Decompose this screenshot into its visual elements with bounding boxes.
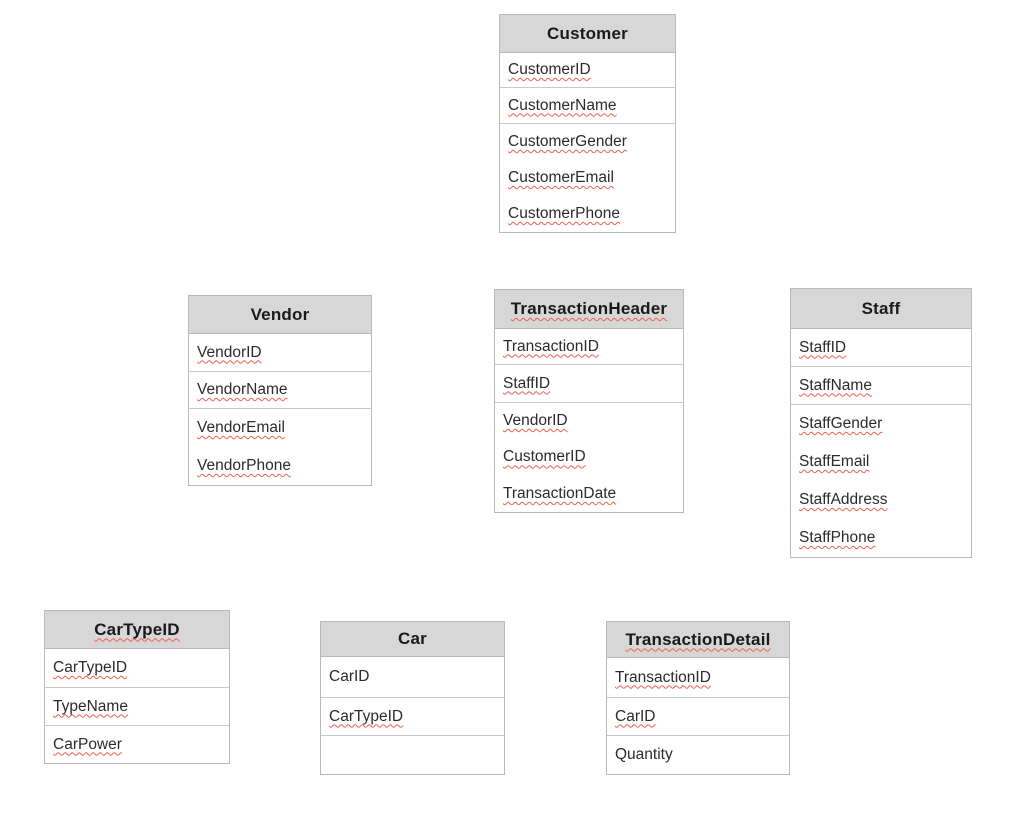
field-row-transactiondate: TransactionDate bbox=[495, 476, 683, 512]
field-label-staffphone: StaffPhone bbox=[799, 529, 876, 546]
entity-table-car-type-cell-0: CarTypeID bbox=[45, 649, 229, 688]
field-row-vendorname: VendorName bbox=[189, 372, 371, 408]
field-label-transactiondate: TransactionDate bbox=[503, 484, 617, 502]
field-row-customername: CustomerName bbox=[500, 88, 675, 123]
entity-table-vendor-cell-0: VendorID bbox=[189, 334, 371, 372]
field-label-customerid: CustomerID bbox=[508, 61, 591, 78]
field-row-staffaddress: StaffAddress bbox=[791, 481, 971, 519]
field-row-staffid: StaffID bbox=[791, 329, 971, 366]
entity-table-staff-cell-1: StaffName bbox=[791, 367, 971, 405]
entity-table-car-title: Car bbox=[321, 622, 504, 657]
field-label-customername: CustomerName bbox=[508, 96, 617, 114]
field-row-transactionid: TransactionID bbox=[495, 329, 683, 364]
field-row-vendorid: VendorID bbox=[189, 334, 371, 371]
entity-table-staff-title: Staff bbox=[791, 289, 971, 329]
entity-table-car-type-title: CarTypeID bbox=[45, 611, 229, 649]
field-row-customerid: CustomerID bbox=[495, 439, 683, 475]
entity-table-transaction-detail-title: TransactionDetail bbox=[607, 622, 789, 658]
field-row-staffemail: StaffEmail bbox=[791, 443, 971, 481]
field-label-staffid: StaffID bbox=[503, 374, 551, 392]
field-row-cartypeid: CarTypeID bbox=[321, 698, 504, 735]
field-label-carid: CarID bbox=[329, 668, 370, 685]
field-row-quantity: Quantity bbox=[607, 736, 789, 774]
field-label-cartypeid: CarTypeID bbox=[53, 659, 128, 676]
field-label-customeremail: CustomerEmail bbox=[508, 169, 614, 186]
field-label-carid: CarID bbox=[615, 707, 656, 725]
field-row-staffphone: StaffPhone bbox=[791, 519, 971, 557]
field-row-carid: CarID bbox=[607, 698, 789, 735]
field-row-transactionid: TransactionID bbox=[607, 658, 789, 697]
field-row-typename: TypeName bbox=[45, 688, 229, 725]
entity-table-transaction-detail-cell-1: CarID bbox=[607, 698, 789, 736]
field-row-vendoremail: VendorEmail bbox=[189, 409, 371, 447]
entity-table-car-type-cell-2: CarPower bbox=[45, 726, 229, 763]
field-label-customerid: CustomerID bbox=[503, 448, 586, 466]
entity-table-staff-cell-0: StaffID bbox=[791, 329, 971, 367]
entity-table-car-type-cell-1: TypeName bbox=[45, 688, 229, 726]
entity-table-customer-title: Customer bbox=[500, 15, 675, 53]
field-label-vendorphone: VendorPhone bbox=[197, 457, 291, 474]
field-label-typename: TypeName bbox=[53, 697, 128, 715]
entity-table-transaction-detail-cell-0: TransactionID bbox=[607, 658, 789, 698]
field-row-vendorphone: VendorPhone bbox=[189, 447, 371, 485]
field-label-customerphone: CustomerPhone bbox=[508, 205, 621, 222]
field-row-empty bbox=[321, 736, 504, 774]
entity-table-transaction-detail-cell-2: Quantity bbox=[607, 736, 789, 774]
entity-table-car-cell-1: CarTypeID bbox=[321, 698, 504, 736]
entity-table-car-cell-0: CarID bbox=[321, 657, 504, 698]
field-row-carpower: CarPower bbox=[45, 726, 229, 763]
field-row-cartypeid: CarTypeID bbox=[45, 649, 229, 687]
field-label-transactionid: TransactionID bbox=[615, 668, 711, 686]
field-label-vendoremail: VendorEmail bbox=[197, 419, 285, 436]
field-label-carpower: CarPower bbox=[53, 735, 122, 753]
entity-table-transaction-header-cell-2: VendorID CustomerID TransactionDate bbox=[495, 403, 683, 512]
field-row-customergender: CustomerGender bbox=[500, 124, 675, 160]
field-label-vendorid: VendorID bbox=[197, 343, 262, 361]
entity-table-transaction-header-title: TransactionHeader bbox=[495, 290, 683, 329]
field-label-transactionid: TransactionID bbox=[503, 337, 599, 355]
field-label-vendorname: VendorName bbox=[197, 381, 288, 398]
field-row-staffid: StaffID bbox=[495, 365, 683, 402]
field-label-staffid: StaffID bbox=[799, 338, 847, 356]
entity-table-transaction-header-cell-0: TransactionID bbox=[495, 329, 683, 365]
field-row-vendorid: VendorID bbox=[495, 403, 683, 439]
field-label-staffgender: StaffGender bbox=[799, 415, 883, 432]
entity-table-vendor-title: Vendor bbox=[189, 296, 371, 334]
field-label-quantity: Quantity bbox=[615, 746, 673, 763]
field-label-staffaddress: StaffAddress bbox=[799, 491, 888, 508]
field-row-customerid: CustomerID bbox=[500, 53, 675, 87]
field-row-carid: CarID bbox=[321, 657, 504, 697]
field-label-staffemail: StaffEmail bbox=[799, 453, 870, 470]
field-label-staffname: StaffName bbox=[799, 376, 872, 394]
field-row-customerphone: CustomerPhone bbox=[500, 196, 675, 232]
entity-table-transaction-header-cell-1: StaffID bbox=[495, 365, 683, 403]
entity-table-vendor-cell-1: VendorName bbox=[189, 372, 371, 409]
field-label-customergender: CustomerGender bbox=[508, 133, 627, 150]
field-row-customeremail: CustomerEmail bbox=[500, 160, 675, 196]
field-label-vendorid: VendorID bbox=[503, 412, 568, 430]
entity-table-car-cell-2 bbox=[321, 736, 504, 774]
entity-table-customer-cell-0: CustomerID bbox=[500, 53, 675, 88]
field-row-staffgender: StaffGender bbox=[791, 405, 971, 443]
field-label-cartypeid: CarTypeID bbox=[329, 707, 404, 725]
field-row-staffname: StaffName bbox=[791, 367, 971, 404]
entity-table-customer-cell-1: CustomerName bbox=[500, 88, 675, 124]
